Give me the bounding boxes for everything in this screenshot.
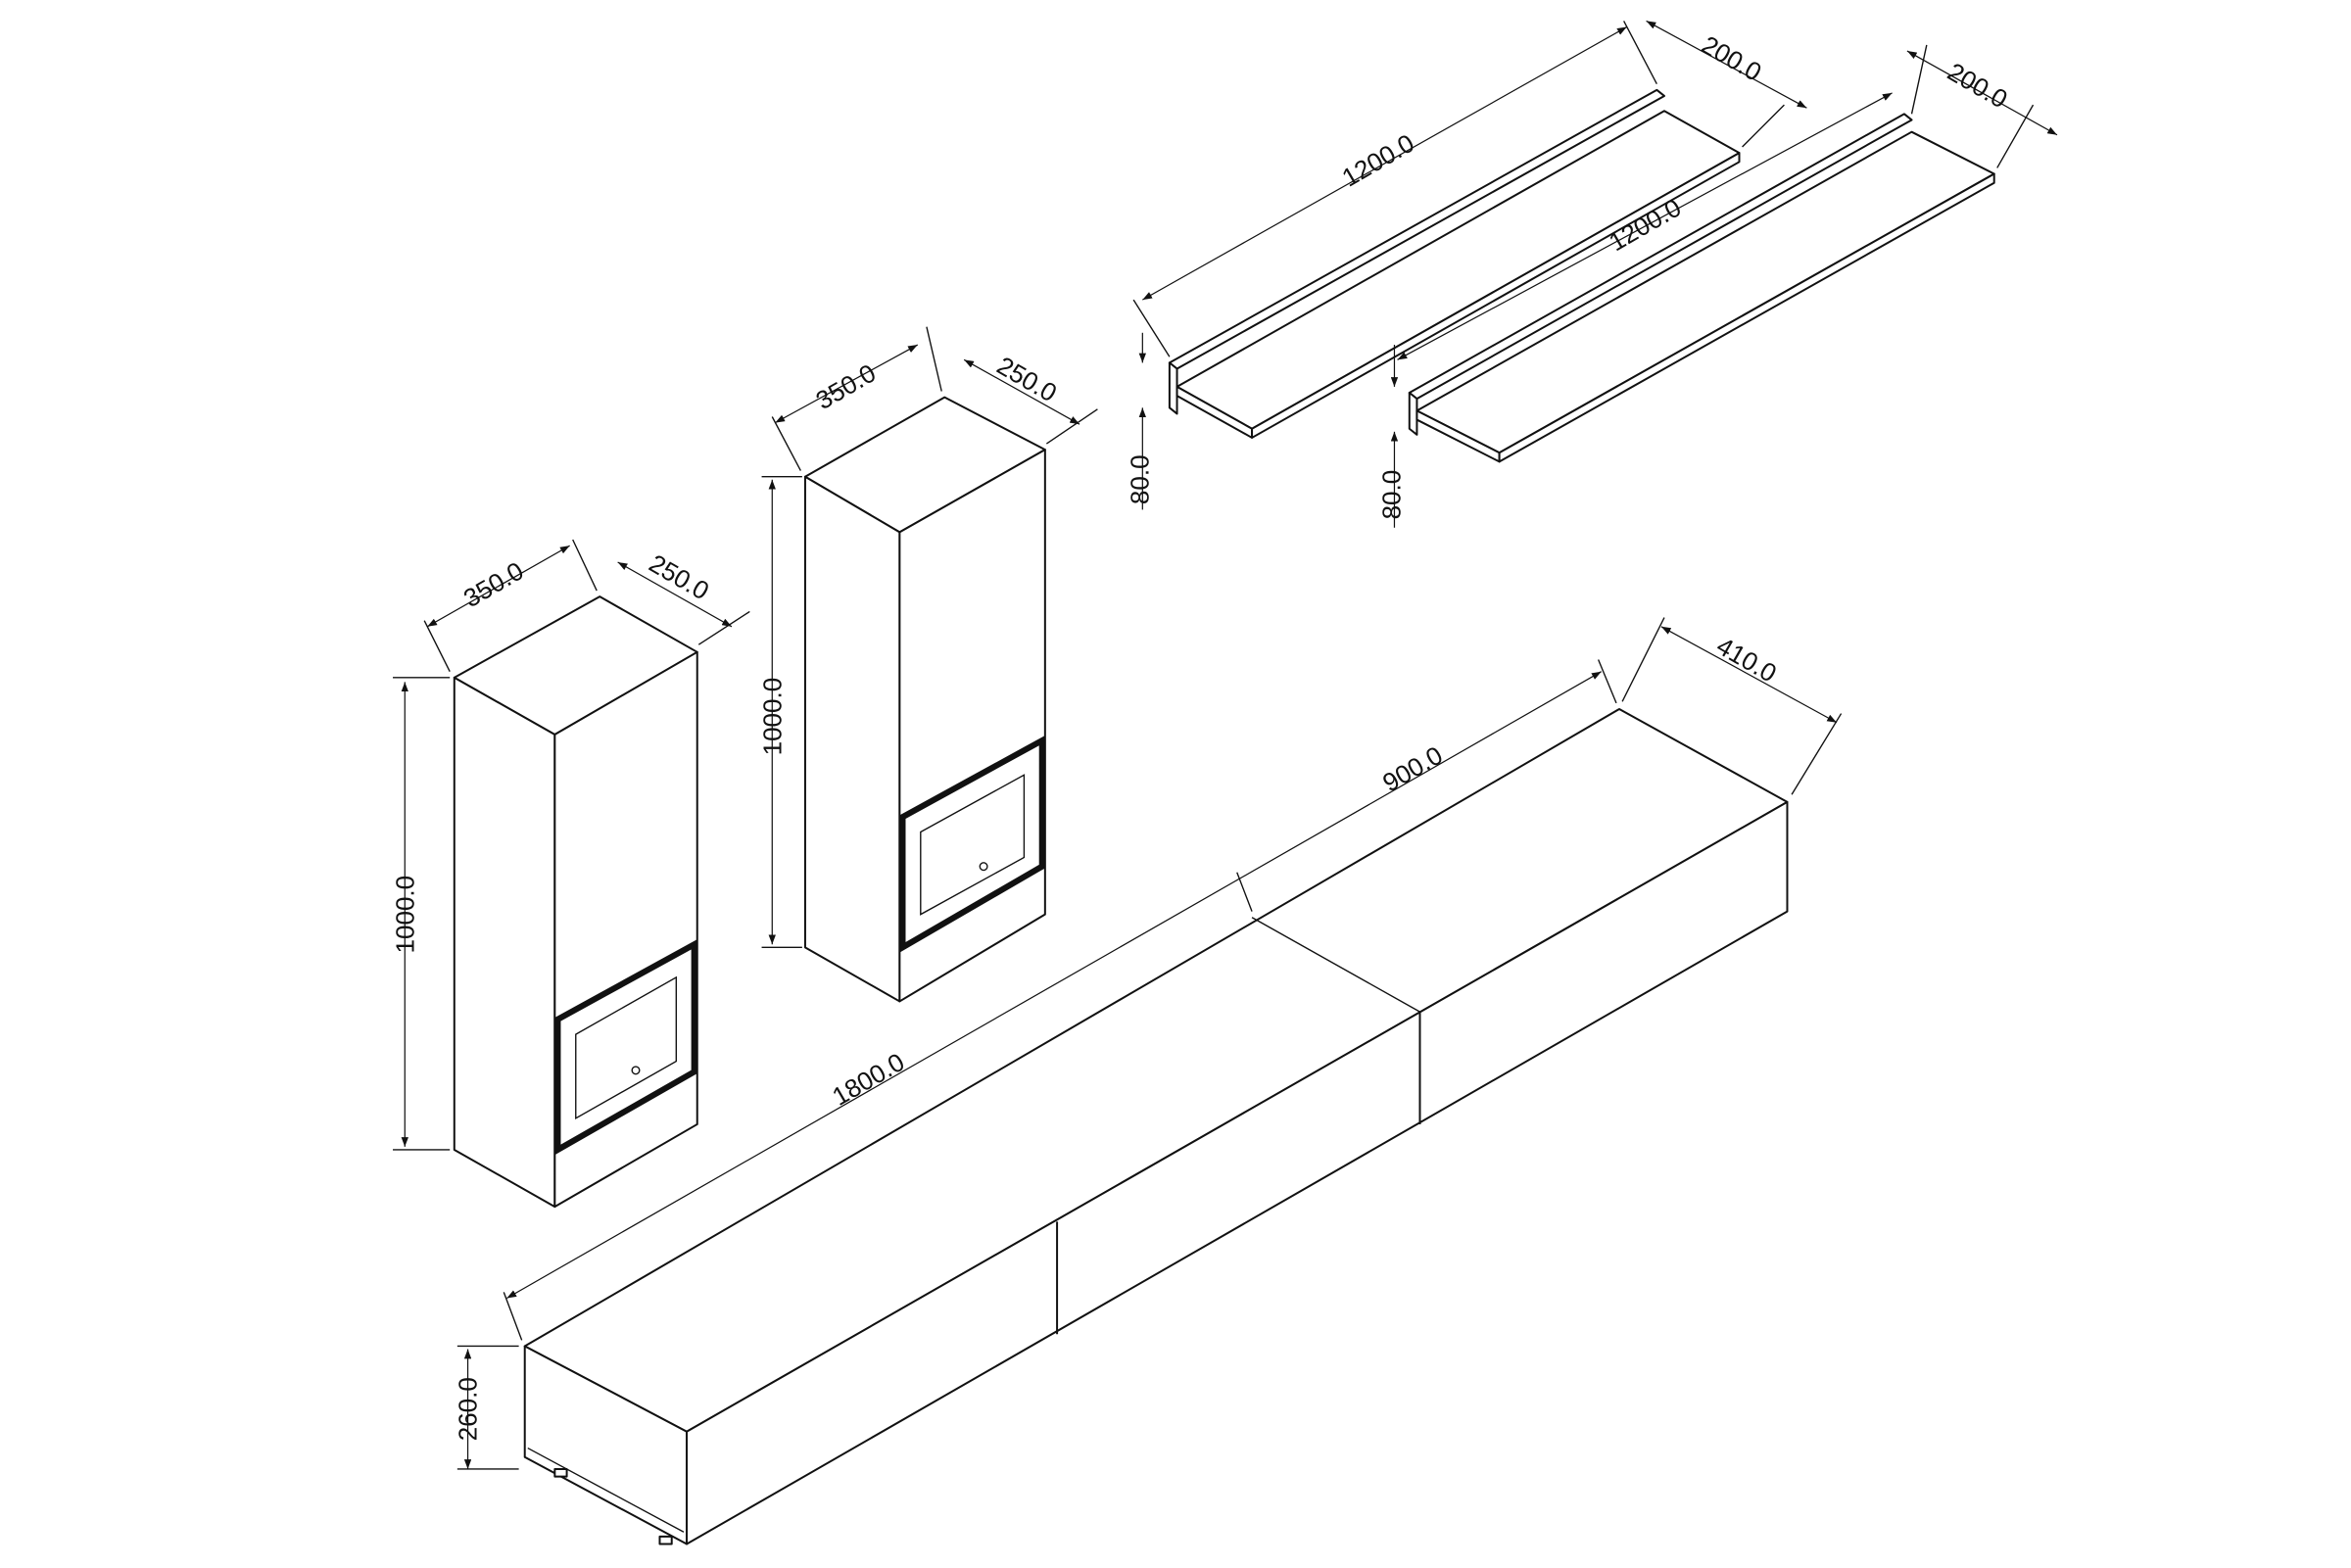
middle-cabinet <box>803 396 1046 1003</box>
middle-cabinet-height-label: 1000.0 <box>757 678 787 756</box>
shelf-2-depth-label: 200.0 <box>1943 57 2012 115</box>
shelf-1-depth-label: 200.0 <box>1697 29 1766 87</box>
left-cabinet-width-label: 350.0 <box>458 556 528 614</box>
shelf-2-height-label: 80.0 <box>1377 470 1407 520</box>
middle-cabinet-width-label: 350.0 <box>811 357 881 415</box>
shelf-1-length-label: 1200.0 <box>1337 128 1419 193</box>
shelf-1-height-label: 80.0 <box>1125 454 1154 504</box>
left-cabinet-height-label: 1000.0 <box>390 876 419 954</box>
tv-unit-section-label: 900.0 <box>1377 740 1447 798</box>
tv-unit-depth-label: 410.0 <box>1711 631 1781 689</box>
left-cabinet <box>453 595 698 1209</box>
tv-unit-height-label: 260.0 <box>454 1377 483 1441</box>
tv-unit-length-label: 1800.0 <box>827 1047 909 1112</box>
middle-cabinet-depth-label: 250.0 <box>992 351 1062 408</box>
tv-unit <box>523 707 1789 1545</box>
